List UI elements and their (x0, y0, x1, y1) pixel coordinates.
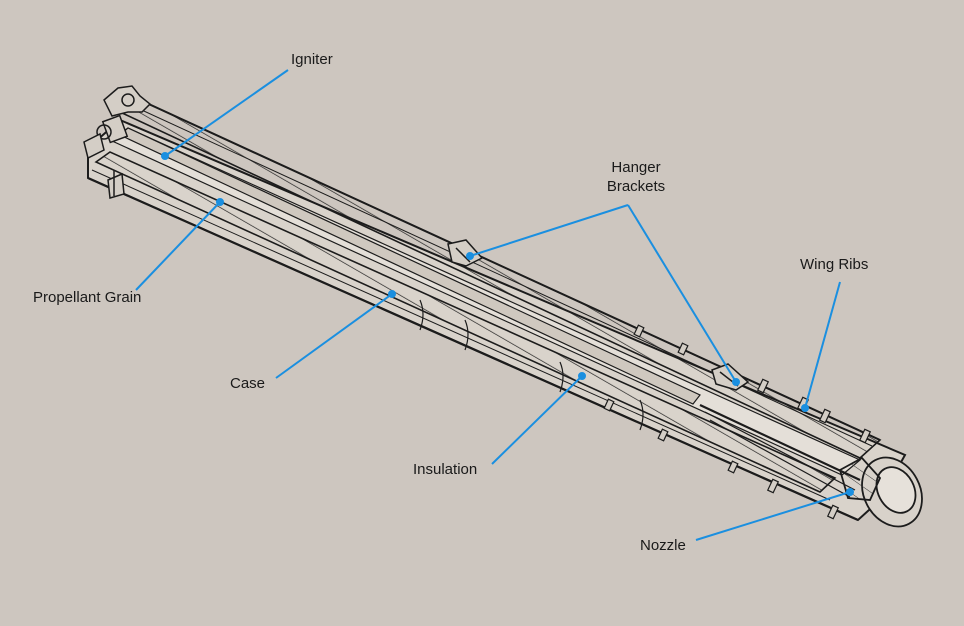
head-end-hardware (83, 85, 152, 199)
leader-hanger-1 (469, 204, 629, 257)
label-propellant-grain: Propellant Grain (33, 289, 142, 306)
label-hanger-brackets: Hanger Brackets (598, 158, 674, 196)
label-igniter: Igniter (291, 51, 333, 68)
wing-ribs (603, 324, 872, 520)
hanger-bracket-fwd (447, 239, 484, 267)
leader-wing-ribs (804, 281, 841, 409)
label-insulation: Insulation (413, 461, 478, 478)
leader-insulation (491, 375, 583, 465)
label-hanger-brackets-line2: Brackets (606, 178, 666, 195)
leader-hanger-2 (627, 204, 737, 383)
leader-nozzle (695, 491, 851, 541)
case-rings (419, 299, 644, 431)
label-hanger-brackets-line1: Hanger (611, 159, 661, 176)
leader-case (275, 293, 393, 379)
leader-igniter (164, 69, 289, 157)
label-nozzle: Nozzle (640, 537, 686, 554)
label-case: Case (230, 375, 266, 392)
upper-grain-wall (118, 99, 882, 459)
leader-lines (135, 69, 854, 541)
label-wing-ribs: Wing Ribs (800, 256, 869, 273)
leader-propellant-grain (135, 201, 221, 291)
